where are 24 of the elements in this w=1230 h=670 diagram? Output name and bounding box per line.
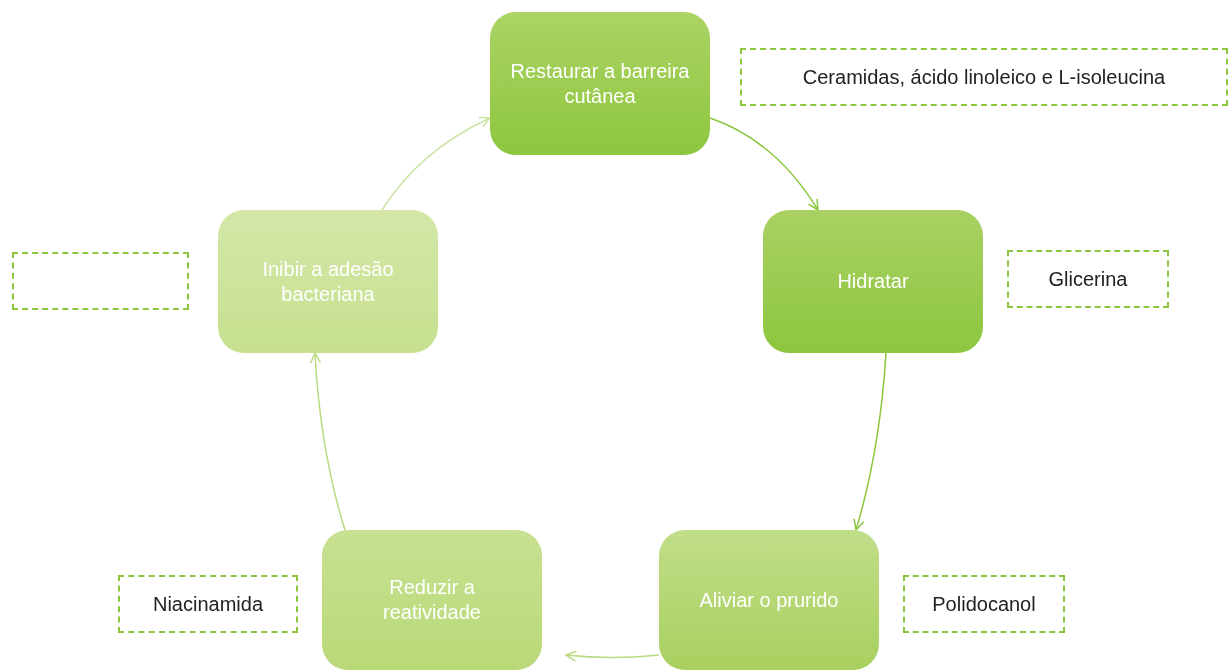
ingredient-box [1007, 250, 1169, 308]
step-box [659, 530, 879, 670]
ingredient-box [903, 575, 1065, 633]
arrow [853, 352, 887, 531]
step-box [490, 12, 710, 155]
ingredient-label: Ceramidas, ácido linoleico e L-isoleucina [802, 65, 1166, 89]
arrow [309, 352, 346, 531]
step-label: Reduzir a reatividade [382, 575, 482, 625]
step-label: Aliviar o prurido [699, 587, 839, 613]
ingredient-label: Glicerina [1048, 267, 1128, 291]
ingredient-label: Niacinamida [152, 592, 264, 616]
arrow [709, 117, 819, 211]
arrow [565, 650, 660, 662]
step-box [322, 530, 542, 670]
arrow [381, 117, 491, 211]
step-label: Restaurar a barreira cutânea [509, 58, 691, 109]
ingredient-label: Polidocanol [932, 592, 1036, 616]
dashed-box [12, 252, 189, 310]
step-label: Hidratar [837, 269, 909, 294]
ingredient-box [740, 48, 1228, 106]
step-box [763, 210, 983, 353]
step-box [218, 210, 438, 353]
ingredient-box [118, 575, 298, 633]
step-label: Inibir a adesão bacteriana [261, 256, 395, 307]
